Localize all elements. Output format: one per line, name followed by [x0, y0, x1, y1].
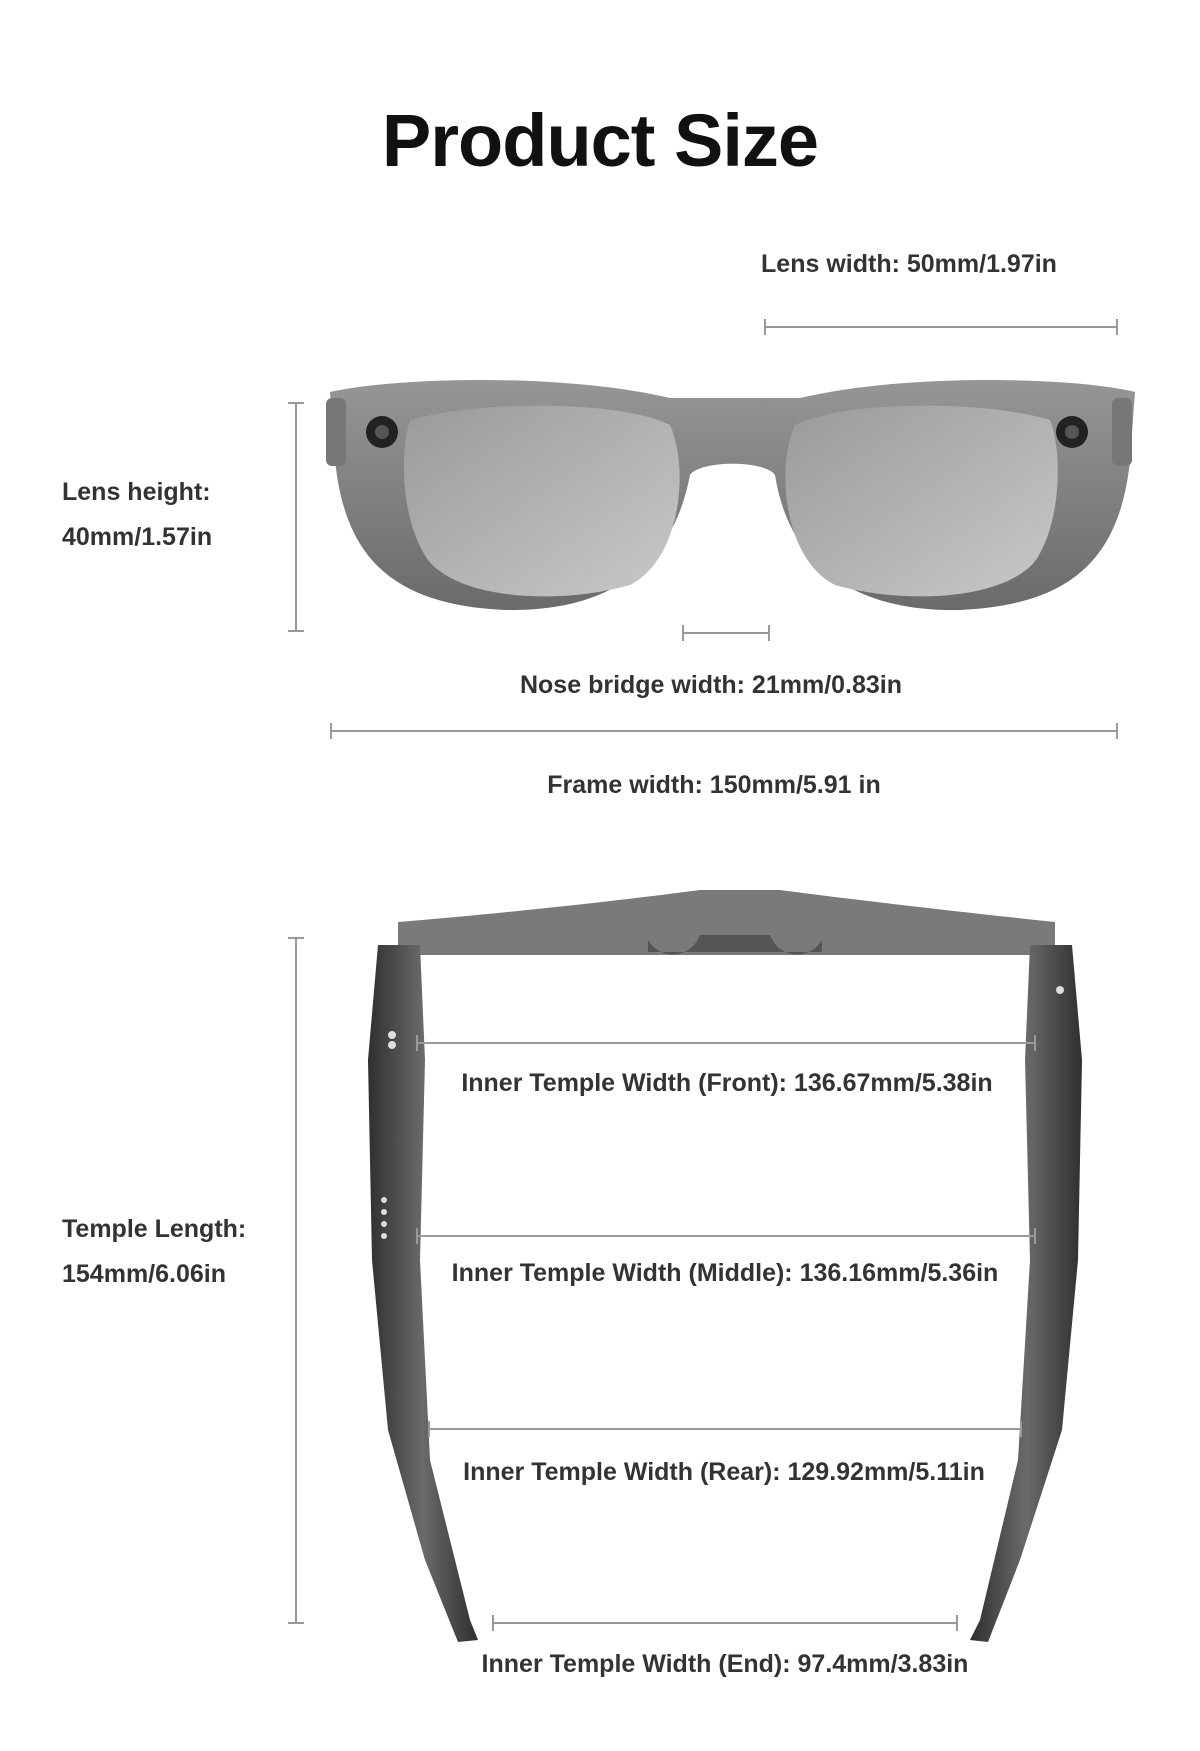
left-temple: [368, 945, 478, 1642]
nose-bridge-label: Nose bridge width: 21mm/0.83in: [519, 671, 903, 699]
lens-height-line: [288, 402, 304, 632]
temple-length-label-1: Temple Length:: [62, 1215, 247, 1243]
inner-rear-label: Inner Temple Width (Rear): 129.92mm/5.11…: [463, 1458, 985, 1486]
frame-width-line: [330, 723, 1118, 739]
frame-width-label: Frame width: 150mm/5.91 in: [547, 771, 881, 799]
front-bar: [398, 890, 1055, 955]
inner-middle-label: Inner Temple Width (Middle): 136.16mm/5.…: [451, 1259, 999, 1287]
temple-length-line: [288, 937, 304, 1624]
right-temple: [970, 945, 1082, 1642]
inner-end-label: Inner Temple Width (End): 97.4mm/3.83in: [481, 1650, 969, 1678]
lens-height-label-1: Lens height:: [62, 478, 211, 506]
lens-width-line: [764, 319, 1118, 335]
inner-end-line: [492, 1615, 958, 1631]
inner-front-label: Inner Temple Width (Front): 136.67mm/5.3…: [461, 1069, 993, 1097]
nose-pads: [648, 935, 822, 955]
nose-bridge-line: [682, 625, 770, 641]
lens-width-label: Lens width: 50mm/1.97in: [761, 250, 1057, 278]
inner-front-line: [416, 1035, 1036, 1051]
inner-rear-line: [428, 1421, 1022, 1437]
temple-length-label-2: 154mm/6.06in: [62, 1260, 226, 1288]
inner-middle-line: [416, 1228, 1036, 1244]
lens-height-label-2: 40mm/1.57in: [62, 523, 213, 551]
page-title: Product Size: [381, 99, 819, 182]
right-lens: [785, 405, 1058, 597]
left-lens: [403, 405, 680, 597]
